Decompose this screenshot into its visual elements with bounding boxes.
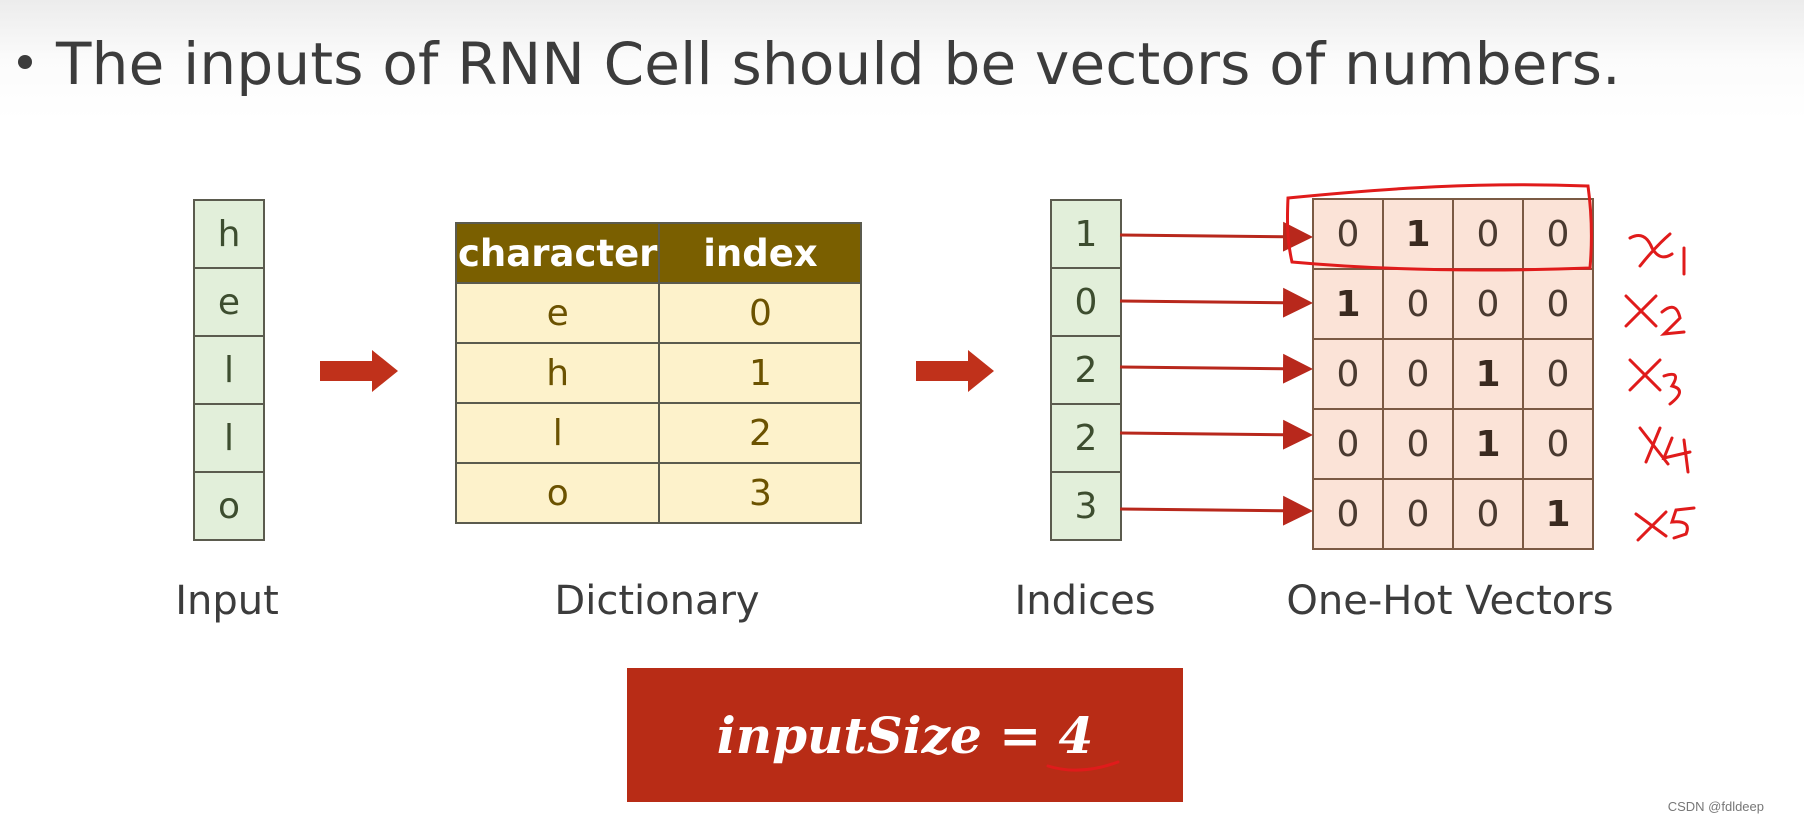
one-hot-cell: 0	[1312, 198, 1384, 270]
slide-title: The inputs of RNN Cell should be vectors…	[18, 30, 1621, 98]
dictionary-character: l	[454, 402, 661, 464]
input-caption: Input	[175, 578, 279, 624]
table-row: o 3	[454, 462, 863, 524]
one-hot-caption: One-Hot Vectors	[1286, 578, 1614, 624]
one-hot-cell: 1	[1452, 338, 1524, 410]
index-value: 1	[1052, 201, 1120, 269]
table-row: 0 0 0 1	[1312, 478, 1594, 550]
one-hot-cell: 0	[1522, 408, 1594, 480]
bullet-dot	[18, 54, 32, 69]
one-hot-cell: 1	[1452, 408, 1524, 480]
one-hot-cell: 0	[1522, 198, 1594, 270]
table-row: 0 0 1 0	[1312, 408, 1594, 480]
table-row: e 0	[454, 282, 863, 344]
dictionary-index: 0	[658, 282, 863, 344]
input-char: l	[195, 405, 263, 473]
connector-arrow	[1119, 353, 1313, 384]
one-hot-cell: 0	[1312, 478, 1384, 550]
dictionary-caption: Dictionary	[554, 578, 760, 624]
one-hot-cell: 0	[1382, 338, 1454, 410]
dictionary-index: 3	[658, 462, 863, 524]
indices-column: 1 0 2 2 3	[1050, 199, 1122, 541]
connector-arrow	[1119, 221, 1313, 252]
one-hot-cell: 0	[1452, 478, 1524, 550]
formula-box: inputSize = 4	[627, 668, 1183, 802]
input-char: o	[217, 485, 241, 527]
watermark: CSDN @fdldeep	[1667, 799, 1764, 814]
table-row: 0 0 1 0	[1312, 338, 1594, 410]
dictionary-header-row: character index	[454, 222, 863, 284]
one-hot-cell: 0	[1522, 268, 1594, 340]
one-hot-cell: 0	[1452, 198, 1524, 270]
highlight-box	[1285, 183, 1593, 272]
one-hot-cell: 1	[1522, 478, 1594, 550]
dictionary-table: character index e 0 h 1 l 2 o 3	[454, 222, 863, 524]
dictionary-character: h	[454, 342, 661, 404]
one-hot-cell: 0	[1522, 338, 1594, 410]
one-hot-cell: 1	[1312, 268, 1384, 340]
input-column: h e l l o	[193, 199, 265, 541]
index-value: 3	[1074, 485, 1098, 527]
dictionary-header-character: character	[454, 222, 661, 284]
indices-caption: Indices	[1014, 578, 1156, 624]
index-value: 2	[1052, 405, 1120, 473]
one-hot-cell: 0	[1312, 338, 1384, 410]
handwritten-x-labels	[1624, 232, 1696, 542]
right-arrow-icon	[916, 350, 994, 392]
index-value: 0	[1052, 269, 1120, 337]
one-hot-matrix: 0 1 0 0 1 0 0 0 0 0 1 0 0 0 1 0 0 0 0 1	[1312, 198, 1594, 550]
input-char: l	[195, 337, 263, 405]
dictionary-index: 2	[658, 402, 863, 464]
input-char: h	[195, 201, 263, 269]
title-text: The inputs of RNN Cell should be vectors…	[56, 30, 1621, 98]
connector-arrow	[1119, 287, 1313, 318]
dictionary-character: e	[454, 282, 661, 344]
dictionary-index: 1	[658, 342, 863, 404]
dictionary-character: o	[454, 462, 661, 524]
input-char: e	[195, 269, 263, 337]
one-hot-cell: 0	[1312, 408, 1384, 480]
table-row: h 1	[454, 342, 863, 404]
table-row: l 2	[454, 402, 863, 464]
connector-arrow	[1119, 419, 1313, 450]
one-hot-cell: 0	[1382, 478, 1454, 550]
dictionary-header-index: index	[658, 222, 863, 284]
table-row: 1 0 0 0	[1312, 268, 1594, 340]
index-value: 2	[1052, 337, 1120, 405]
one-hot-cell: 0	[1382, 408, 1454, 480]
formula-text: inputSize = 4	[716, 705, 1094, 765]
right-arrow-icon	[320, 350, 398, 392]
connector-arrow	[1119, 495, 1313, 526]
